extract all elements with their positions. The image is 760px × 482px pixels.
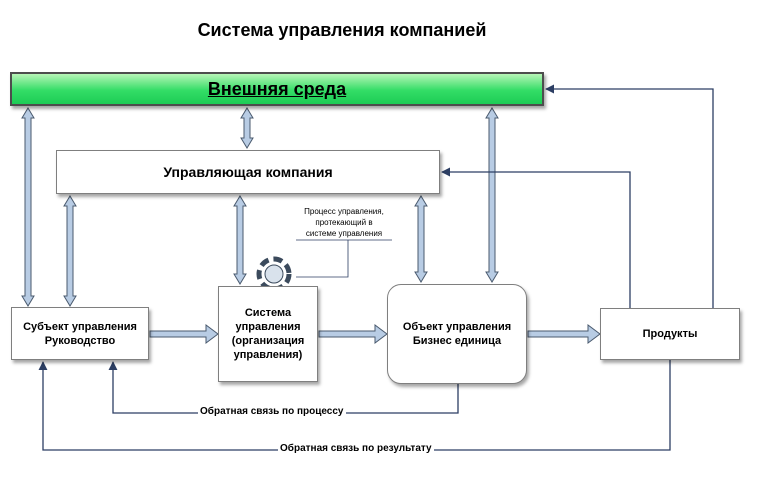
note-line-1: Процесс управления,: [304, 207, 384, 216]
feedback-result-line: [38, 360, 671, 451]
system-line-3: (организация: [231, 335, 305, 347]
line-products-environment: [545, 84, 714, 308]
object-line-1: Объект управления: [402, 321, 512, 333]
object-line-2: Бизнес единица: [412, 335, 502, 347]
managing-company-box: Управляющая компания: [56, 150, 440, 194]
managing-company-label: Управляющая компания: [163, 164, 333, 180]
products-box: Продукты: [600, 308, 740, 360]
note-line-2: протекающий в: [315, 218, 373, 227]
diagram-title: Система управления компанией: [197, 20, 487, 40]
feedback-process-label: Обратная связь по процессу: [198, 406, 346, 417]
external-environment-label: Внешняя среда: [207, 79, 347, 99]
feedback-result-label: Обратная связь по результату: [278, 443, 434, 454]
arrow-env-company: [240, 107, 254, 149]
management-system-box: Система управления (организация управлен…: [218, 286, 318, 382]
external-environment-box: Внешняя среда: [10, 72, 544, 106]
arrow-company-subject: [63, 195, 77, 307]
arrow-env-object: [485, 107, 499, 283]
line-products-company: [441, 167, 631, 308]
management-cycle-icon: [256, 256, 292, 292]
arrow-subject-system: [149, 324, 219, 344]
system-line-1: Система: [244, 307, 292, 319]
system-line-4: управления): [233, 349, 303, 361]
note-line-3: системе управления: [305, 229, 383, 238]
arrow-env-subject: [21, 107, 35, 307]
subject-box: Субъект управления Руководство: [11, 307, 149, 360]
note-pointer: [296, 240, 349, 278]
object-box: Объект управления Бизнес единица: [387, 284, 527, 384]
products-label: Продукты: [642, 328, 698, 340]
process-note: Процесс управления, протекающий в систем…: [296, 206, 392, 239]
arrow-company-object: [414, 195, 428, 283]
arrow-company-system: [233, 195, 247, 285]
subject-line-2: Руководство: [44, 334, 116, 347]
subject-line-1: Субъект управления: [23, 320, 137, 333]
system-line-2: управления: [235, 321, 301, 333]
arrow-system-object: [318, 324, 388, 344]
arrow-object-products: [527, 324, 601, 344]
